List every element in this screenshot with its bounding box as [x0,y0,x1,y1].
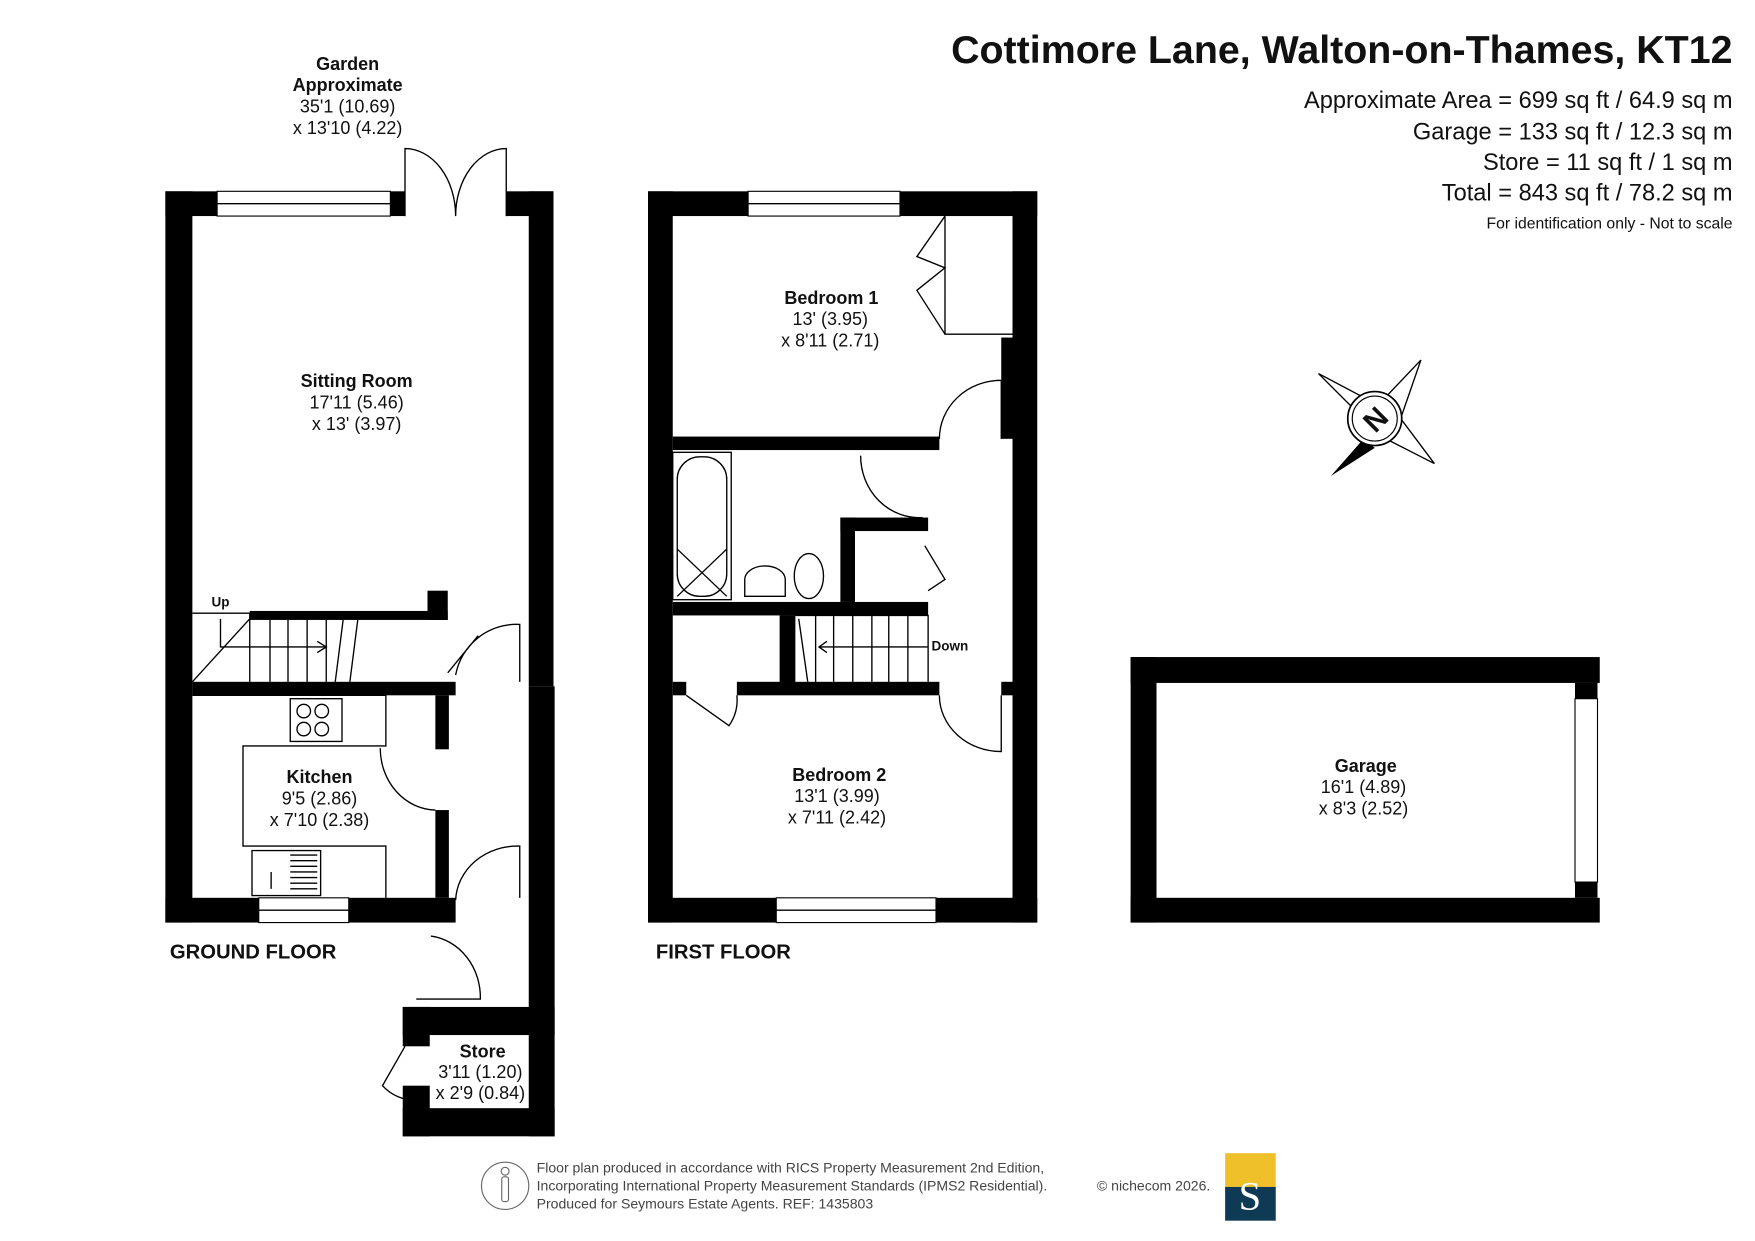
ground-floor-label: GROUND FLOOR [170,942,337,964]
room-name-store: Store [460,1042,506,1062]
svg-text:Produced for Seymours Estate A: Produced for Seymours Estate Agents. REF… [537,1195,874,1211]
room-dim-bedroom-1: 13' (3.95) [793,309,868,329]
room-dim-bedroom-2: x 7'11 (2.42) [788,808,886,828]
area-total: Total = 843 sq ft / 78.2 sq m [1442,180,1733,206]
room-dim-garage: 16'1 (4.89) [1321,777,1407,797]
copyright: © nichecom 2026. [1097,1177,1210,1193]
room-dim-store: 3'11 (1.20) [438,1062,522,1082]
stairs-up-label: Up [212,594,230,609]
person-icon [480,1161,530,1210]
sink-icon [251,849,322,897]
first-floor-plan: Down Bedroom 1 13' (3.95) x 8'11 (2.71) … [648,190,1038,924]
room-dim-sitting-room: 17'11 (5.46) [310,392,404,412]
svg-text:Incorporating International Pr: Incorporating International Property Mea… [537,1177,1048,1193]
room-name-garage: Garage [1335,756,1397,776]
svg-text:Approximate: Approximate [293,75,403,95]
compass-icon: N [1318,359,1435,476]
garden-label: Garden Approximate 35'1 (10.69) x 13'10 … [293,54,403,138]
svg-text:x 13'10 (4.22): x 13'10 (4.22) [293,118,403,138]
svg-text:Garden: Garden [316,54,379,74]
room-dim-bedroom-2: 13'1 (3.99) [794,786,880,806]
footer: Floor plan produced in accordance with R… [480,1153,1276,1221]
room-name-bedroom-2: Bedroom 2 [792,765,886,785]
room-name-kitchen: Kitchen [286,767,352,787]
room-name-bedroom-1: Bedroom 1 [784,288,878,308]
room-dim-store: x 2'9 (0.84) [436,1083,525,1103]
svg-text:35'1 (10.69): 35'1 (10.69) [300,97,396,117]
room-dim-sitting-room: x 13' (3.97) [312,414,401,434]
toilet-icon [793,552,825,600]
ground-floor-plan: Up Sitting Room 17'11 (5.46) x 13' (3.97… [165,147,555,1137]
room-dim-kitchen: x 7'10 (2.38) [270,810,370,830]
room-dim-garage: x 8'3 (2.52) [1319,799,1408,819]
room-dim-bedroom-1: x 8'11 (2.71) [781,331,879,351]
svg-text:Floor plan produced in accorda: Floor plan produced in accordance with R… [537,1159,1045,1175]
hob-icon [289,698,343,743]
seymours-logo: S [1225,1153,1276,1221]
room-name-sitting-room: Sitting Room [301,371,413,391]
bath-icon [676,456,728,597]
room-dim-kitchen: 9'5 (2.86) [282,788,357,808]
garage-plan: Garage 16'1 (4.89) x 8'3 (2.52) [1130,657,1600,923]
area-store: Store = 11 sq ft / 1 sq m [1483,150,1733,176]
area-garage: Garage = 133 sq ft / 12.3 sq m [1413,120,1733,146]
svg-text:S: S [1239,1173,1262,1218]
scale-note: For identification only - Not to scale [1487,215,1733,232]
title: Cottimore Lane, Walton-on-Thames, KT12 [951,28,1732,72]
basin-icon [744,565,786,597]
area-approx: Approximate Area = 699 sq ft / 64.9 sq m [1304,88,1733,114]
stairs-down-label: Down [932,638,969,653]
first-floor-label: FIRST FLOOR [656,942,791,964]
